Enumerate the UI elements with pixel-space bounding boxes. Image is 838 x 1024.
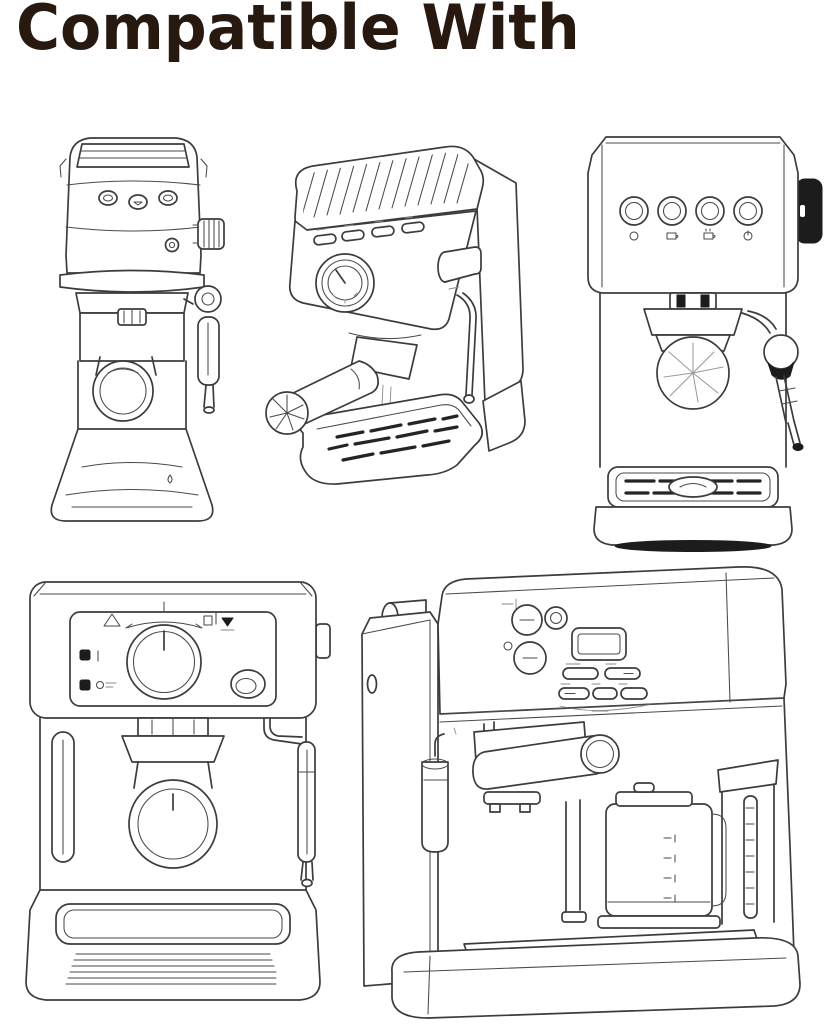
machine-4-dial-espresso-illustration (12, 558, 334, 1010)
machine-3-boxy-espresso-illustration (548, 115, 838, 552)
machine-2-slim-espresso-illustration (233, 133, 535, 530)
machine-1-tower-espresso-illustration (20, 123, 245, 538)
machine-5-combo-coffee-maker-illustration (334, 556, 836, 1020)
page-title: Compatible With (16, 0, 580, 65)
